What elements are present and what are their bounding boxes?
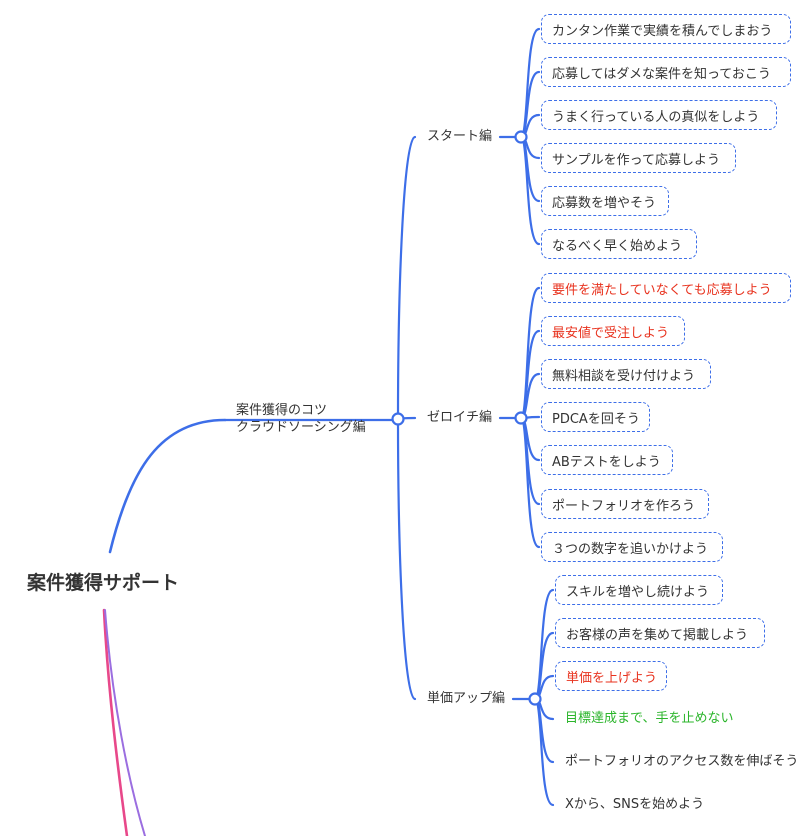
leaf-s1-6[interactable]: なるべく早く始めよう [541,229,697,259]
leaf-s3-6[interactable]: Xから、SNSを始めよう [565,797,705,812]
leaf-s1-1[interactable]: カンタン作業で実績を積んでしまおう [541,14,791,44]
leaf-s3-1[interactable]: スキルを増やし続けよう [555,575,723,605]
leaf-s2-7[interactable]: ３つの数字を追いかけよう [541,532,723,562]
link-branch-to-section-1 [396,135,417,421]
leaf-s1-3[interactable]: うまく行っている人の真似をしよう [541,100,777,130]
leaf-s1-4[interactable]: サンプルを作って応募しよう [541,143,736,173]
section-node-3[interactable]: 単価アップ編 [427,691,506,706]
leaf-s3-4[interactable]: 目標達成まで、手を止めない [565,711,734,726]
link-root-to-branch [108,418,227,554]
link-branch-to-section-3 [396,417,417,701]
branch-node-crowdsourcing[interactable]: 案件獲得のコツ クラウドソーシング編 [236,402,366,436]
root-node[interactable]: 案件獲得サポート [27,572,180,594]
branch-dot[interactable] [391,412,405,426]
leaf-s1-5[interactable]: 応募数を増やそう [541,186,669,216]
link-root-pink [102,608,129,836]
section-dot-3[interactable] [528,692,542,706]
leaf-s3-5[interactable]: ポートフォリオのアクセス数を伸ばそう [565,754,799,769]
leaf-s2-1[interactable]: 要件を満たしていなくても応募しよう [541,273,791,303]
link-root-purple [104,609,146,836]
leaf-s2-2[interactable]: 最安値で受注しよう [541,316,685,346]
branch-label-line1: 案件獲得のコツ [236,403,328,418]
branch-label-line2: クラウドソーシング編 [236,420,366,435]
leaf-s1-2[interactable]: 応募してはダメな案件を知っておこう [541,57,791,87]
leaf-s3-2[interactable]: お客様の声を集めて掲載しよう [555,618,765,648]
leaf-s2-6[interactable]: ポートフォリオを作ろう [541,489,709,519]
leaf-s2-3[interactable]: 無料相談を受け付けよう [541,359,711,389]
section-node-2[interactable]: ゼロイチ編 [427,410,493,425]
leaf-s2-5[interactable]: ABテストをしよう [541,445,673,475]
section-dot-1[interactable] [514,130,528,144]
leaf-s2-4[interactable]: PDCAを回そう [541,402,650,432]
section-node-1[interactable]: スタート編 [427,129,493,144]
section-dot-2[interactable] [514,411,528,425]
leaf-s3-3[interactable]: 単価を上げよう [555,661,667,691]
